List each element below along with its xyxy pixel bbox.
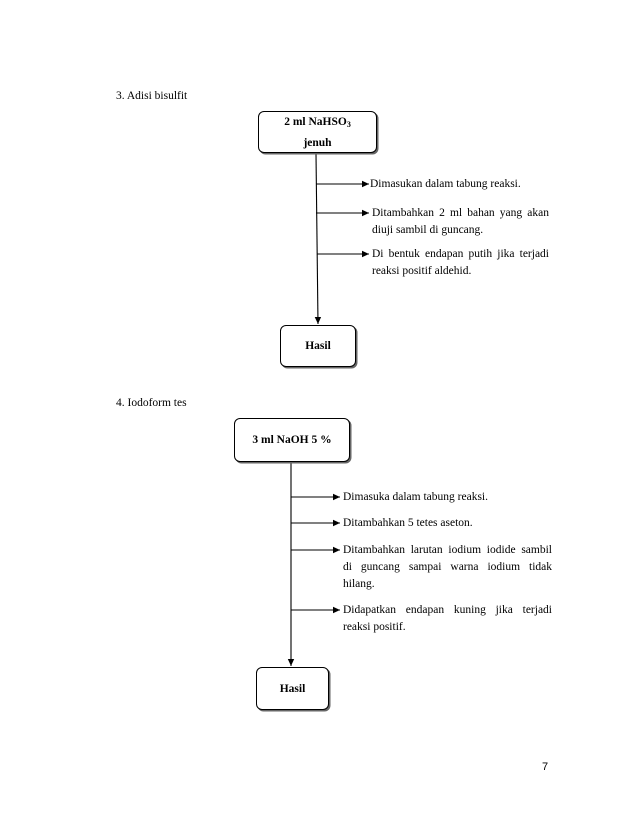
start-box-naoh: 3 ml NaOH 5 % — [234, 418, 350, 462]
section-3-heading: 3. Adisi bisulfit — [116, 90, 188, 102]
step-3-2: Ditambahkan 2 ml bahan yang akan diuji s… — [372, 207, 549, 236]
step-3-1: Dimasukan dalam tabung reaksi. — [370, 178, 521, 190]
main-flow-line-3 — [314, 153, 322, 325]
step-3-3: Di bentuk endapan putih jika terjadi rea… — [372, 248, 549, 277]
section-4-heading: 4. Iodoform tes — [116, 397, 187, 409]
page-number: 7 — [542, 761, 549, 773]
start-box-nahso3: 2 ml NaHSO3 jenuh — [258, 111, 377, 153]
start-box-line-2: jenuh — [303, 136, 332, 149]
reagent-subscript: 3 — [346, 119, 351, 129]
end-box-hasil-4: Hasil — [256, 667, 329, 710]
start-box-line-1: 2 ml NaHSO3 — [284, 113, 351, 134]
end-box-hasil-3: Hasil — [280, 325, 356, 367]
step-4-3: Ditambahkan larutan iodium iodide sambil… — [343, 544, 552, 590]
step-4-2: Ditambahkan 5 tetes aseton. — [343, 517, 473, 529]
step-4-1: Dimasuka dalam tabung reaksi. — [343, 491, 488, 503]
step-4-4: Didapatkan endapan kuning jika terjadi r… — [343, 604, 552, 633]
reagent-name: 2 ml NaHSO — [284, 115, 347, 128]
